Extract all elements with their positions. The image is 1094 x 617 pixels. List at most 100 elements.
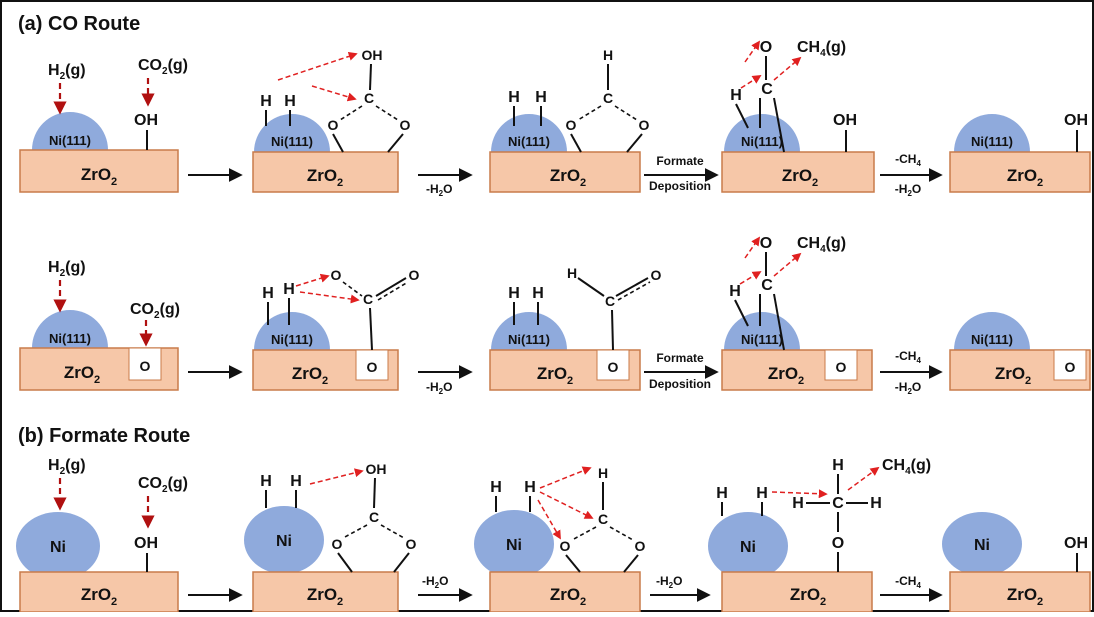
zro2-label: ZrO2 (790, 585, 826, 608)
ni111-label: Ni(111) (508, 134, 550, 149)
ni111-catalyst (954, 312, 1030, 350)
minus-ch4-label: -CH4 (895, 349, 921, 365)
h-atom: H (535, 89, 547, 106)
red-release-arrow (740, 75, 762, 89)
zro2-label: ZrO2 (64, 363, 100, 386)
h-atom: H (508, 89, 520, 106)
row3-panel1: Ni ZrO2 H2(g) CO2(g) OH (16, 457, 188, 613)
ni-catalyst (244, 506, 324, 574)
zro2-label: ZrO2 (81, 585, 117, 608)
bond (565, 554, 581, 573)
row1-panel5: Ni(111) ZrO2 OH (949, 112, 1091, 193)
ni111-label: Ni(111) (49, 133, 91, 148)
h-atom: H (283, 281, 295, 298)
ni111-label: Ni(111) (49, 331, 91, 346)
h-atom: H (716, 485, 728, 502)
h-atom: H (284, 93, 296, 110)
h-atom: H (832, 457, 844, 474)
ni-label: Ni (506, 537, 522, 554)
c-atom: C (364, 90, 374, 106)
o-atom: O (832, 535, 844, 552)
row3-panel5: Ni ZrO2 OH (942, 512, 1091, 613)
h-atom: H (598, 465, 608, 481)
oxygen-vacancy (824, 349, 858, 381)
h-atom: H (870, 495, 882, 512)
o-atom: O (332, 536, 343, 552)
row2-panel1: Ni(111) O ZrO2 H2(g) CO2(g) (19, 259, 180, 391)
red-h-transfer-arrow (309, 468, 364, 485)
red-release-arrow (739, 271, 762, 285)
ni111-label: Ni(111) (271, 134, 313, 149)
row1-panel3: Ni(111) ZrO2 H H H C O O (489, 47, 650, 193)
c-atom: C (605, 293, 615, 309)
red-release-arrow (773, 252, 802, 277)
dashed-bond (614, 105, 638, 121)
o-atom: O (836, 359, 847, 375)
ni-catalyst (474, 510, 554, 578)
zro2-label: ZrO2 (768, 364, 804, 387)
zro2-label: ZrO2 (292, 364, 328, 387)
zro2-label: ZrO2 (1007, 585, 1043, 608)
ni111-catalyst (491, 312, 567, 350)
oxygen-vacancy (355, 349, 389, 381)
red-h-transfer-arrow (295, 273, 330, 287)
bond (773, 293, 785, 351)
row2-panel3: Ni(111) O ZrO2 H H H C O (489, 265, 662, 391)
ni111-catalyst (954, 114, 1030, 152)
h-atom: H (260, 473, 272, 490)
c-atom: C (761, 81, 773, 98)
o-atom: O (639, 117, 650, 133)
o-atom: O (406, 536, 417, 552)
zro2-label: ZrO2 (995, 364, 1031, 387)
o-atom: O (140, 358, 151, 374)
ni-label: Ni (974, 537, 990, 554)
bond (623, 554, 639, 573)
h2-gas-label: H2(g) (48, 457, 86, 477)
o-atom: O (760, 39, 772, 56)
red-release-arrow (744, 40, 761, 63)
red-h-transfer-arrow (771, 489, 828, 499)
bond (615, 277, 649, 297)
bond (373, 477, 376, 509)
bond (369, 63, 372, 91)
zro2-label: ZrO2 (307, 166, 343, 189)
ni111-catalyst (724, 114, 800, 152)
oh-label: OH (134, 112, 158, 129)
oh-label: OH (362, 47, 383, 63)
co2-gas-label: CO2(g) (138, 57, 188, 77)
zro2-support (721, 151, 875, 193)
deposition-label: Deposition (649, 377, 711, 391)
row2-panel2: Ni(111) O ZrO2 H H O C O (252, 267, 420, 391)
h-atom: H (792, 495, 804, 512)
c-atom: C (603, 90, 613, 106)
ni-catalyst (16, 512, 100, 580)
deposition-label: Deposition (649, 179, 711, 193)
bond (332, 133, 344, 153)
ch4-gas-label: CH4(g) (797, 235, 846, 255)
h-atom: H (490, 479, 502, 496)
row3-panel4: Ni ZrO2 H H H C H H O CH4(g) (708, 457, 931, 613)
o-atom: O (566, 117, 577, 133)
c-atom: C (363, 291, 373, 307)
dashed-bond (380, 524, 405, 539)
red-release-arrow (744, 236, 761, 259)
red-h-transfer-arrow (299, 291, 360, 304)
bond (375, 277, 407, 297)
red-h-transfer-arrow (539, 466, 592, 489)
minus-h2o-label: -H2O (656, 574, 682, 590)
h-atom: H (730, 87, 742, 104)
minus-h2o-label: -H2O (426, 380, 452, 396)
co2-gas-label: CO2(g) (130, 301, 180, 321)
o-atom: O (409, 267, 420, 283)
minus-h2o-label: -H2O (895, 380, 921, 396)
dashed-bond (617, 281, 651, 301)
red-h-transfer-arrow (537, 499, 561, 540)
bond (611, 309, 614, 351)
ni111-label: Ni(111) (508, 332, 550, 347)
row3-panel3: Ni ZrO2 H H H C O O (474, 465, 646, 613)
c-atom: C (761, 277, 773, 294)
dashed-bond (609, 526, 634, 541)
dashed-bond (571, 526, 597, 541)
minus-h2o-label: -H2O (422, 574, 448, 590)
h2-gas-label: H2(g) (48, 62, 86, 82)
